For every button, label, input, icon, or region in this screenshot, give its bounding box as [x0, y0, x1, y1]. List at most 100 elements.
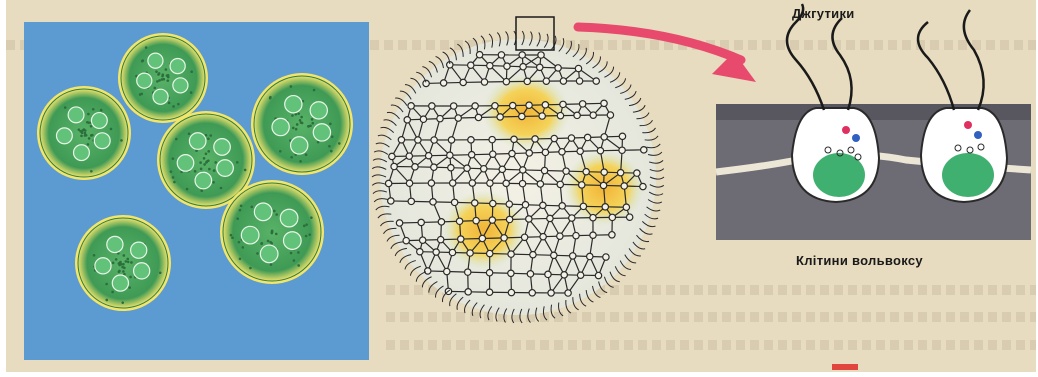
somatic-cell	[569, 215, 575, 221]
somatic-cell	[621, 183, 627, 189]
somatic-cell	[557, 181, 563, 187]
somatic-cell	[583, 168, 589, 174]
somatic-cell	[396, 220, 402, 226]
somatic-cell	[532, 136, 538, 142]
somatic-cell	[551, 135, 557, 141]
somatic-cell	[559, 203, 565, 209]
somatic-cell	[593, 78, 599, 84]
somatic-cell	[448, 164, 454, 170]
somatic-cell	[487, 180, 493, 186]
somatic-cell	[487, 62, 493, 68]
somatic-cell	[542, 149, 548, 155]
somatic-cell	[601, 134, 607, 140]
somatic-cell	[465, 269, 471, 275]
daughter-colony	[91, 113, 107, 129]
volvox-colony	[220, 180, 324, 284]
somatic-cell	[560, 101, 566, 107]
somatic-cell	[433, 249, 439, 255]
somatic-cell	[489, 136, 495, 142]
somatic-cell	[548, 290, 554, 296]
somatic-cell	[492, 103, 498, 109]
daughter-colony	[283, 232, 301, 250]
flagella-label: Джгутики	[792, 6, 855, 21]
daughter-colony	[107, 236, 123, 252]
somatic-cell	[537, 64, 543, 70]
somatic-cell	[431, 164, 437, 170]
somatic-cell	[579, 101, 585, 107]
somatic-cell	[511, 136, 517, 142]
somatic-cell	[580, 203, 586, 209]
volvox-colony	[37, 86, 131, 180]
volvox-illustration	[6, 0, 1036, 372]
somatic-cell	[559, 149, 565, 155]
somatic-cell	[429, 103, 435, 109]
somatic-cell	[595, 272, 601, 278]
somatic-cell	[469, 152, 475, 158]
somatic-cell	[465, 289, 471, 295]
somatic-cell	[560, 78, 566, 84]
somatic-cell	[469, 180, 475, 186]
somatic-cell	[570, 253, 576, 259]
volvox-colony	[75, 215, 171, 311]
somatic-cell	[408, 198, 414, 204]
volvox-colony	[251, 73, 353, 175]
somatic-cell	[555, 65, 561, 71]
somatic-cell	[486, 289, 492, 295]
somatic-cell	[476, 51, 482, 57]
somatic-cell	[577, 148, 583, 154]
daughter-colony	[74, 145, 90, 161]
somatic-cell	[389, 153, 395, 159]
somatic-cell	[609, 214, 615, 220]
somatic-cell	[551, 252, 557, 258]
daughter-colony	[217, 160, 234, 177]
somatic-cell	[420, 116, 426, 122]
somatic-cell	[573, 232, 579, 238]
volvox-colony-group	[37, 33, 353, 311]
daughter-colony	[280, 209, 298, 227]
somatic-cell	[415, 137, 421, 143]
somatic-cell	[475, 114, 481, 120]
cell-cross-section	[716, 4, 1031, 240]
daughter-colony	[313, 124, 330, 141]
somatic-cell	[530, 252, 536, 258]
daughter-colony	[68, 107, 84, 123]
somatic-cell	[539, 113, 545, 119]
somatic-cell	[425, 153, 431, 159]
somatic-cell	[503, 78, 509, 84]
somatic-cell	[418, 219, 424, 225]
somatic-cell	[601, 169, 607, 175]
somatic-cell	[479, 235, 485, 241]
somatic-cell	[529, 290, 535, 296]
somatic-cell	[542, 102, 548, 108]
daughter-colony	[137, 73, 152, 88]
somatic-cell	[557, 112, 563, 118]
somatic-cell	[501, 235, 507, 241]
illustration-page: Джгутики Клітини вольвоксу	[6, 0, 1036, 372]
somatic-cell	[538, 52, 544, 58]
somatic-cell	[565, 290, 571, 296]
somatic-cell	[464, 165, 470, 171]
somatic-cell	[526, 216, 532, 222]
somatic-cell	[617, 169, 623, 175]
somatic-cell	[590, 112, 596, 118]
somatic-cell	[449, 249, 455, 255]
somatic-cell	[506, 201, 512, 207]
somatic-cell	[543, 78, 549, 84]
somatic-cell	[456, 218, 462, 224]
somatic-cell	[404, 117, 410, 123]
somatic-cell	[403, 237, 409, 243]
somatic-cell	[619, 147, 625, 153]
daughter-colony	[153, 89, 168, 104]
somatic-cell	[619, 133, 625, 139]
somatic-cell	[438, 219, 444, 225]
daughter-colony	[291, 137, 308, 154]
volvox-cells-caption: Клітини вольвоксу	[796, 253, 923, 268]
somatic-cell	[498, 52, 504, 58]
somatic-cell	[587, 253, 593, 259]
somatic-cell	[481, 79, 487, 85]
somatic-cell	[508, 270, 514, 276]
somatic-cell	[609, 232, 615, 238]
somatic-cell	[417, 248, 423, 254]
somatic-cell	[460, 79, 466, 85]
somatic-cell	[521, 234, 527, 240]
